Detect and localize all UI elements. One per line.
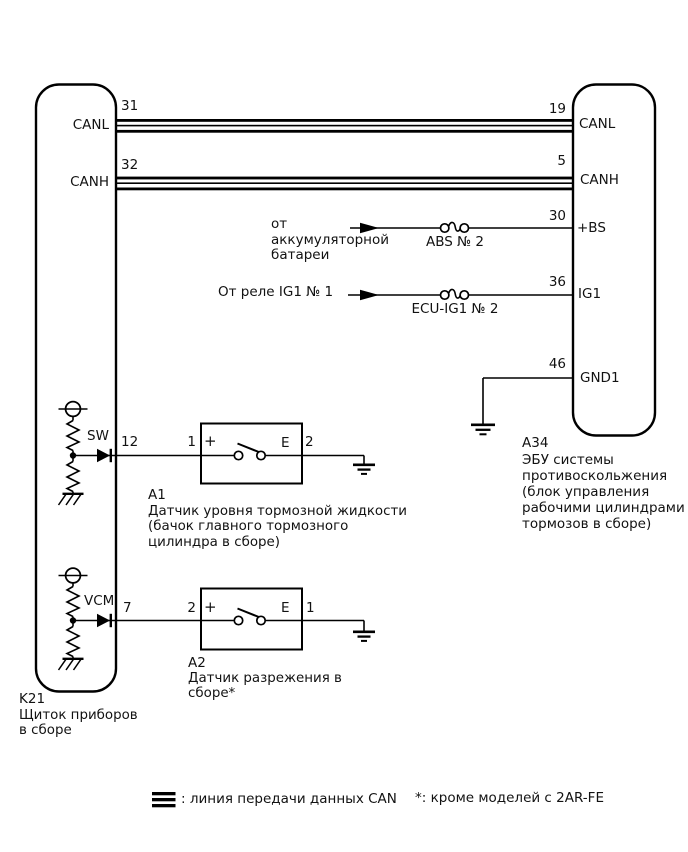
a34-gnd1-label: GND1	[580, 370, 620, 386]
ground-icon-a1	[353, 463, 375, 475]
a1-e-terminal: E	[281, 435, 290, 451]
a2-e-terminal: E	[281, 600, 290, 616]
a34-id: A34	[522, 435, 549, 451]
pin-number-46: 46	[548, 356, 566, 372]
fuse-abs2-icon	[439, 221, 470, 234]
legend-note-text: *: кроме моделей с 2AR-FE	[415, 790, 604, 806]
diode-icon-vcm	[97, 613, 113, 628]
k21-id: K21	[19, 691, 46, 707]
k21-canh-label: CANH	[70, 174, 109, 190]
a2-plus-terminal: +	[204, 598, 217, 616]
ig1-relay-source-label: От реле IG1 № 1	[218, 284, 334, 300]
a1-plus-terminal: +	[204, 432, 217, 450]
a34-canh-label: CANH	[580, 172, 619, 188]
legend-can-line-text: : линия передачи данных CAN	[181, 791, 397, 807]
sw-signal-label: SW	[87, 428, 109, 444]
a2-ground-wire	[265, 619, 365, 631]
a1-id: A1	[148, 487, 166, 503]
resistor-icon	[65, 585, 81, 618]
a34-description: ЭБУ системы противоскольжения (блок упра…	[522, 452, 685, 532]
ig1-arrow-icon	[360, 289, 379, 301]
resistor-icon	[65, 419, 81, 452]
pin-number-31: 31	[121, 98, 139, 114]
right-connector-outline	[571, 83, 657, 437]
a2-pin-left: 2	[187, 600, 196, 616]
canh-bus-line	[116, 176, 574, 191]
pin-number-12: 12	[121, 434, 139, 450]
pin-number-36: 36	[548, 274, 566, 290]
a2-id: A2	[188, 655, 206, 671]
fuse-ecu-ig1-icon	[439, 288, 470, 301]
pin-number-32: 32	[121, 157, 139, 173]
a34-ig1-label: IG1	[578, 286, 602, 302]
a2-pin-right: 1	[306, 600, 315, 616]
battery-arrow-icon	[360, 222, 379, 234]
a1-pin-left: 1	[187, 434, 196, 450]
left-connector-outline	[34, 83, 118, 693]
can-line-legend-icon	[152, 792, 176, 808]
chassis-ground-icon-sw	[57, 492, 84, 506]
a34-canl-label: CANL	[579, 116, 616, 132]
k21-sw-internal-circuit	[58, 400, 88, 494]
pin-number-19: 19	[548, 101, 566, 117]
a2-description: Датчик разрежения в сборе*	[188, 671, 342, 702]
gnd1-wire	[482, 377, 573, 424]
switch-icon-a2	[233, 607, 267, 626]
a1-description: Датчик уровня тормозной жидкости (бачок …	[148, 504, 407, 550]
diode-icon-sw	[97, 448, 113, 463]
resistor-icon	[65, 460, 81, 493]
pin-number-5: 5	[557, 153, 566, 169]
fuse-ecu-ig1-label: ECU-IG1 № 2	[411, 301, 499, 317]
switch-icon-a1	[233, 442, 267, 461]
k21-vcm-internal-circuit	[58, 567, 88, 659]
pin-number-30: 30	[548, 208, 566, 224]
vcm-signal-label: VCM	[84, 593, 115, 609]
ground-icon-a2	[353, 630, 375, 642]
a1-component-box	[200, 422, 303, 485]
a34-bs-label: +BS	[577, 220, 606, 236]
canl-bus-line	[116, 119, 574, 133]
fuse-abs2-label: ABS № 2	[425, 234, 485, 250]
a1-pin-right: 2	[305, 434, 314, 450]
a2-component-box	[200, 587, 303, 651]
resistor-icon	[65, 625, 81, 658]
chassis-ground-icon-vcm	[57, 657, 84, 671]
ground-icon-gnd1	[471, 423, 495, 436]
k21-description: Щиток приборов в сборе	[19, 708, 138, 739]
a1-ground-wire	[265, 454, 365, 464]
k21-canl-label: CANL	[72, 117, 109, 133]
battery-source-label: от аккумуляторной батареи	[271, 216, 390, 263]
pin-number-7: 7	[123, 600, 132, 616]
